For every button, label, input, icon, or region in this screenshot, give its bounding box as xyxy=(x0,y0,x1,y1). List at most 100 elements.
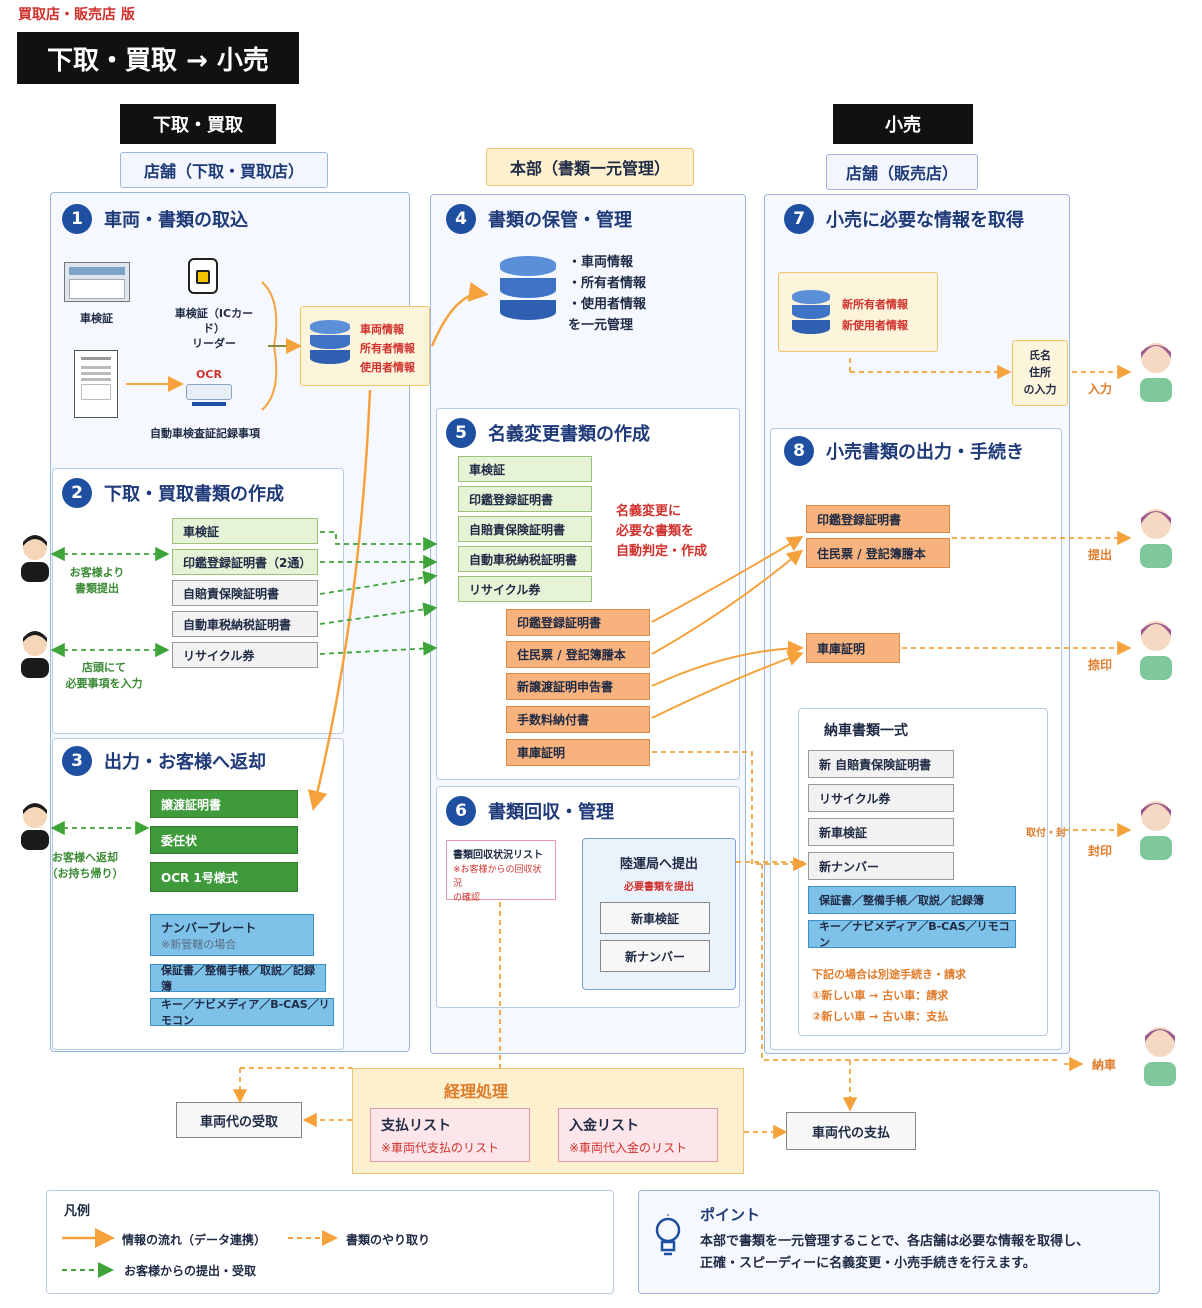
section-1-title: 車両・書類の取込 xyxy=(104,210,248,231)
section-2-number: 2 xyxy=(62,478,92,508)
s2-doc-insurance: 自賠責保険証明書 xyxy=(172,580,318,606)
section-3-heading: 3 出力・お客様へ返却 xyxy=(62,746,266,776)
hq-managed-list: ・車両情報 ・所有者情報 ・使用者情報 を一元管理 xyxy=(568,252,646,336)
info-owner: 所有者情報 xyxy=(360,342,415,355)
customer-avatar-3 xyxy=(16,800,54,860)
legend-title: 凡例 xyxy=(64,1204,91,1219)
section-3-title: 出力・お客様へ返却 xyxy=(104,752,266,773)
shaken-label: 車検証 xyxy=(80,312,113,325)
section-4-number: 4 xyxy=(446,204,476,234)
info-user: 使用者情報 xyxy=(360,361,415,374)
card-reader-icon xyxy=(188,258,218,294)
left-column-sub: 店舗（下取・買取店） xyxy=(120,152,328,188)
s8-garage: 車庫証明 xyxy=(806,633,900,663)
delivery-set-title: 納車書類一式 xyxy=(824,723,908,739)
set-doc-new-number: 新ナンバー xyxy=(808,852,954,880)
new-user-info: 新使用者情報 xyxy=(842,319,908,332)
s5-out-resident: 住民票 / 登記簿謄本 xyxy=(506,641,650,668)
fuin-label: 封印 xyxy=(1088,844,1113,858)
s5-out-garage: 車庫証明 xyxy=(506,739,650,766)
hq-item-user: ・使用者情報 xyxy=(568,297,647,312)
section-2-title: 下取・買取書類の作成 xyxy=(104,484,284,505)
hq-banner: 本部（書類一元管理） xyxy=(486,148,694,186)
point-box xyxy=(638,1190,1160,1294)
payment-list-note: ※車両代支払のリスト xyxy=(381,1141,500,1155)
buyer-avatar-3 xyxy=(1136,616,1174,680)
accounting-title: 経理処理 xyxy=(444,1082,509,1101)
section-6-number: 6 xyxy=(446,796,476,826)
s6-new-number: 新ナンバー xyxy=(600,940,710,972)
plate-label: ナンバープレート xyxy=(161,921,257,935)
s2-doc-recycle: リサイクル券 xyxy=(172,642,318,668)
database-icon xyxy=(310,320,350,370)
payment-list-box: 支払リスト ※車両代支払のリスト xyxy=(370,1108,530,1162)
section-8-heading: 8 小売書類の出力・手続き xyxy=(784,436,1024,466)
section-1-heading: 1 車両・書類の取込 xyxy=(62,204,248,234)
s3-doc-transfer: 譲渡証明書 xyxy=(150,790,298,818)
receive-payment-box: 車両代の受取 xyxy=(176,1102,302,1138)
delivery-note-0: 下記の場合は別途手続き・請求 xyxy=(812,968,966,981)
s5-doc-shaken: 車検証 xyxy=(458,456,592,482)
section-5-title: 名義変更書類の作成 xyxy=(488,424,650,445)
legend-green-dash: お客様からの提出・受取 xyxy=(124,1264,257,1278)
s7-info-list: 新所有者情報 新使用者情報 xyxy=(842,294,908,336)
buyer-avatar-2 xyxy=(1136,504,1174,568)
s3-doc-keys: キー／ナビメディア／B-CAS／リモコン xyxy=(150,998,334,1027)
ocr-label: OCR xyxy=(196,368,222,381)
shaken-image xyxy=(64,262,130,302)
section-6-title: 書類回収・管理 xyxy=(488,802,614,823)
set-doc-warranty: 保証書／整備手帳／取説／記録簿 xyxy=(808,886,1016,914)
customer-avatar-2 xyxy=(16,628,54,688)
section-7-title: 小売に必要な情報を取得 xyxy=(826,210,1024,231)
delivery-note-2: ②新しい車 → 古い車：支払 xyxy=(812,1010,949,1023)
s5-out-seal: 印鑑登録証明書 xyxy=(506,609,650,636)
s5-doc-recycle: リサイクル券 xyxy=(458,576,592,602)
section-2-heading: 2 下取・買取書類の作成 xyxy=(62,478,284,508)
ocr-scanner-icon: OCR xyxy=(186,368,232,406)
collection-list-note: ※お客様からの回収状況 の確認 xyxy=(453,865,542,903)
submit-title: 陸運局へ提出 xyxy=(619,857,698,872)
s2-doc-shaken: 車検証 xyxy=(172,518,318,544)
s8-resident: 住民票 / 登記簿謄本 xyxy=(806,538,950,568)
point-text-2: 正確・スピーディーに名義変更・小売手続きを行えます。 xyxy=(700,1256,1036,1271)
s3-customer-note: お客様へ返却 （お持ち帰り） xyxy=(46,851,124,880)
section-4-title: 書類の保管・管理 xyxy=(488,210,632,231)
buyer-avatar-4 xyxy=(1136,796,1174,860)
delivery-label: 納車 xyxy=(1092,1058,1117,1072)
left-column-banner: 下取・買取 xyxy=(120,104,276,144)
section-4-heading: 4 書類の保管・管理 xyxy=(446,204,632,234)
hq-item-vehicle: ・車両情報 xyxy=(568,255,634,270)
right-column-sub: 店舗（販売店） xyxy=(826,154,978,190)
right-column-banner: 小売 xyxy=(833,104,973,144)
income-list-title: 入金リスト xyxy=(569,1118,639,1134)
set-doc-new-shaken: 新車検証 xyxy=(808,818,954,846)
s3-number-plate: ナンバープレート ※新管轄の場合 xyxy=(150,914,314,956)
attach-label: 取付・封 xyxy=(1026,828,1066,839)
s8-seal-cert: 印鑑登録証明書 xyxy=(806,505,950,533)
customer-avatar-1 xyxy=(16,532,54,592)
payment-list-title: 支払リスト xyxy=(381,1118,451,1134)
set-doc-insurance: 新 自賠責保険証明書 xyxy=(808,750,954,778)
s2-customer-note-1: お客様より 書類提出 xyxy=(69,566,125,595)
s6-new-shaken: 新車検証 xyxy=(600,902,710,934)
s3-doc-ocr1: OCR 1号様式 xyxy=(150,862,298,892)
s2-customer-note-2: 店頭にて 必要事項を入力 xyxy=(65,661,143,690)
auto-record-label: 自動車検査証記録事項 xyxy=(150,427,260,440)
section-7-number: 7 xyxy=(784,204,814,234)
hq-database-icon xyxy=(500,256,556,324)
section-5-heading: 5 名義変更書類の作成 xyxy=(446,418,650,448)
s3-doc-warranty: 保証書／整備手帳／取説／記録簿 xyxy=(150,964,326,993)
s5-out-transfer: 新譲渡証明申告書 xyxy=(506,673,650,700)
submit-note: 必要書類を提出 xyxy=(624,882,694,893)
s5-out-fee: 手数料納付書 xyxy=(506,706,650,733)
hq-item-owner: ・所有者情報 xyxy=(568,276,647,291)
s7-input-label: 入力 xyxy=(1088,382,1113,396)
hq-item-central: を一元管理 xyxy=(568,318,634,333)
section-1-number: 1 xyxy=(62,204,92,234)
s5-doc-insurance: 自賠責保険証明書 xyxy=(458,516,592,542)
income-list-box: 入金リスト ※車両代入金のリスト xyxy=(558,1108,718,1162)
set-doc-recycle: リサイクル券 xyxy=(808,784,954,812)
buyer-avatar-5 xyxy=(1140,1022,1178,1086)
reader-label: 車検証（ICカード） リーダー xyxy=(174,307,254,350)
s8-seal-label: 捺印 xyxy=(1088,658,1113,672)
